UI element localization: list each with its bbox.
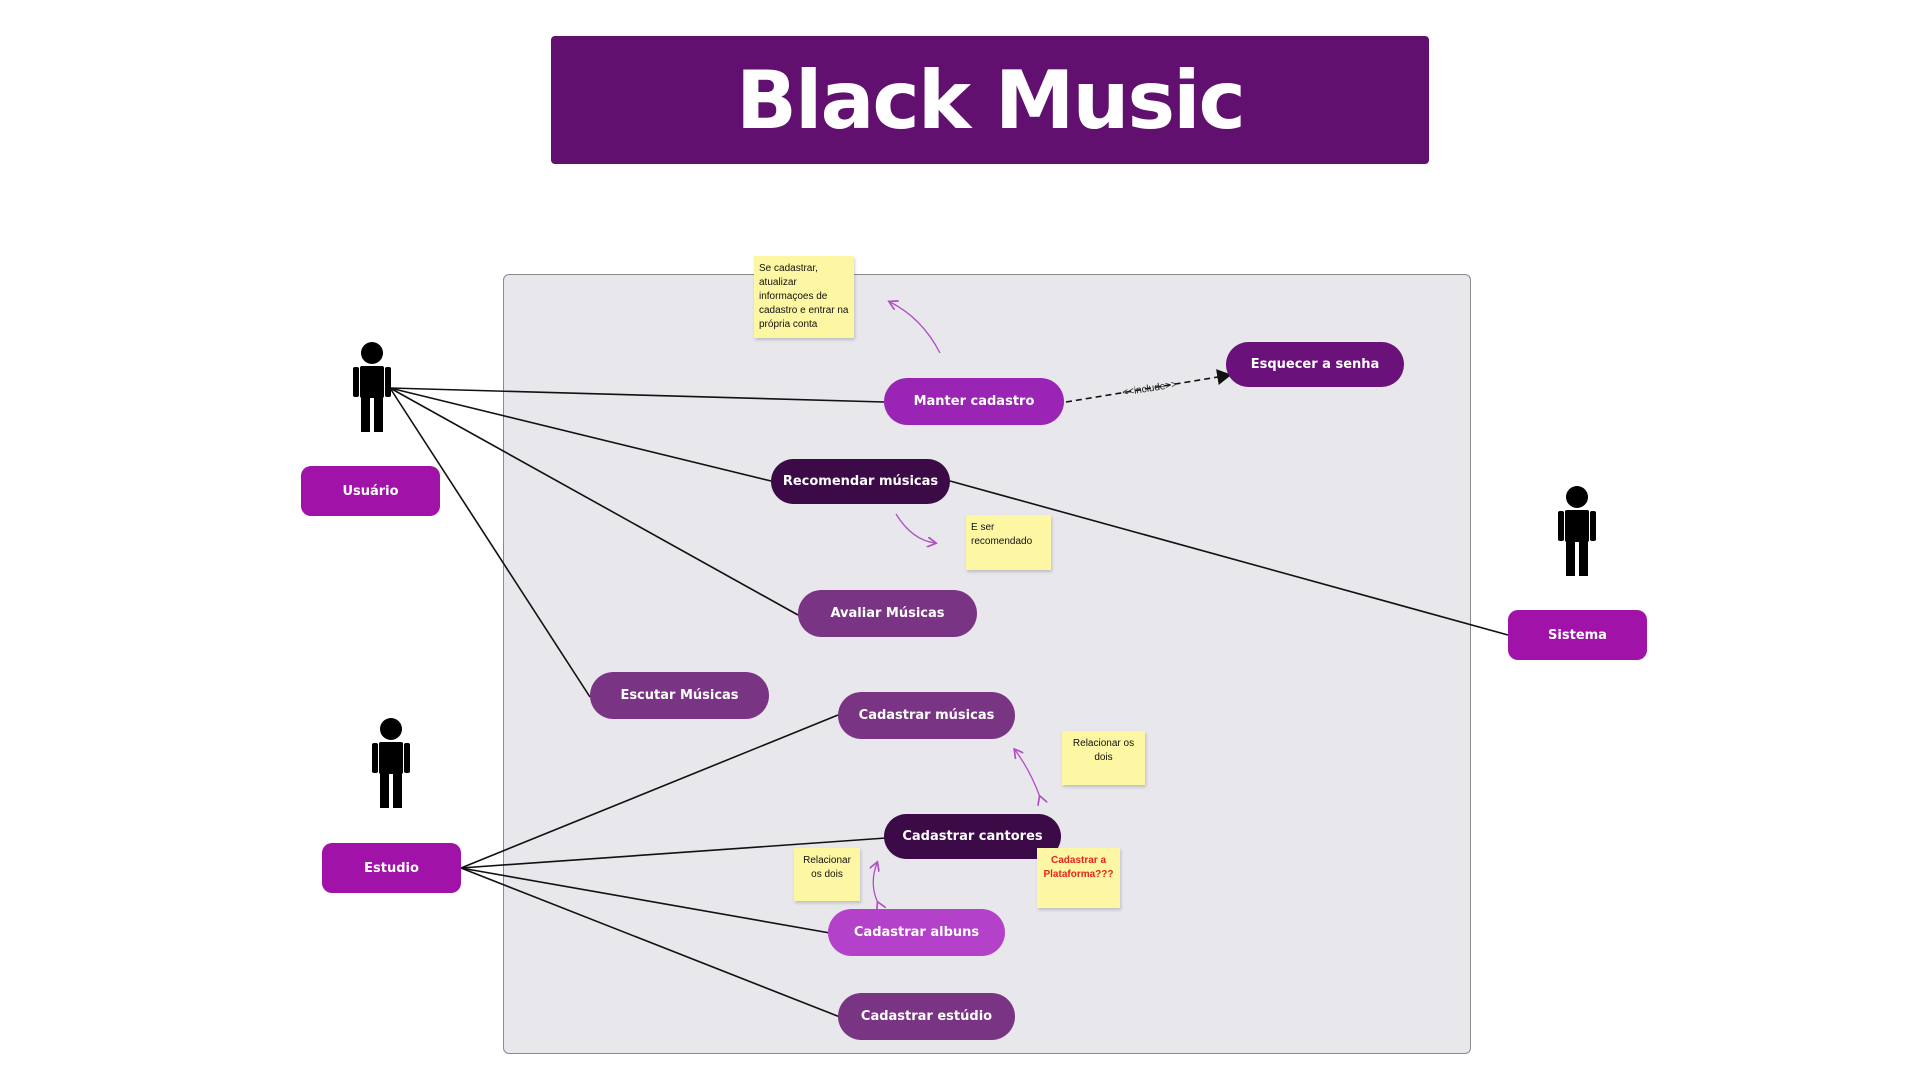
note-arrow-recomendado — [895, 513, 935, 543]
assoc-estudio-cadastrar-albuns — [460, 867, 831, 934]
assoc-estudio-cadastrar-musicas — [460, 714, 839, 869]
note-relacionar-1: Relacionar os dois — [1062, 731, 1145, 785]
usecase-manter-cadastro[interactable]: Manter cadastro — [884, 378, 1064, 425]
relation-arrow-musicas-cantores — [1015, 750, 1040, 797]
include-label: <<include>> — [1122, 379, 1178, 399]
assoc-estudio-cadastrar-cantores — [460, 837, 887, 869]
assoc-usuario-escutar — [389, 387, 591, 698]
usecase-cadastrar-estudio[interactable]: Cadastrar estúdio — [838, 993, 1015, 1040]
usecase-recomendar-musicas[interactable]: Recomendar músicas — [771, 459, 950, 504]
page-title: Black Music — [736, 53, 1246, 147]
note-arrow-cadastro — [890, 302, 941, 354]
note-relacionar-2: Relacionar os dois — [794, 848, 860, 901]
actor-sistema-label[interactable]: Sistema — [1508, 610, 1647, 660]
include-arrow — [1065, 369, 1232, 403]
actor-estudio-icon — [372, 718, 410, 808]
assoc-estudio-cadastrar-estudio — [460, 867, 841, 1018]
usecase-avaliar-musicas[interactable]: Avaliar Músicas — [798, 590, 977, 637]
relation-arrow-albuns-cantores — [873, 863, 878, 903]
actor-sistema-icon — [1558, 486, 1596, 576]
actor-usuario-label[interactable]: Usuário — [301, 466, 440, 516]
actor-estudio-label[interactable]: Estudio — [322, 843, 461, 893]
note-cadastro: Se cadastrar, atualizar informaçoes de c… — [754, 256, 854, 338]
usecase-escutar-musicas[interactable]: Escutar Músicas — [590, 672, 769, 719]
note-plataforma: Cadastrar a Plataforma??? — [1037, 848, 1120, 908]
usecase-cadastrar-musicas[interactable]: Cadastrar músicas — [838, 692, 1015, 739]
assoc-usuario-recomendar — [389, 387, 772, 482]
assoc-usuario-avaliar — [389, 387, 799, 616]
usecase-esquecer-senha[interactable]: Esquecer a senha — [1226, 342, 1404, 387]
actor-usuario-icon — [353, 342, 391, 432]
title-banner: Black Music — [551, 36, 1429, 164]
usecase-cadastrar-albuns[interactable]: Cadastrar albuns — [828, 909, 1005, 956]
note-recomendado: E ser recomendado — [966, 515, 1051, 570]
assoc-usuario-manter — [389, 387, 885, 403]
assoc-sistema-recomendar — [949, 480, 1509, 636]
usecase-cadastrar-cantores[interactable]: Cadastrar cantores — [884, 814, 1061, 859]
